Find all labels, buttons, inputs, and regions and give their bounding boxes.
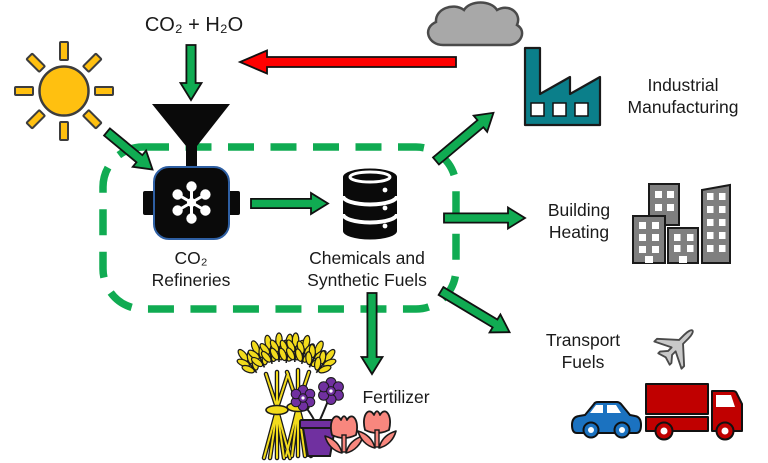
truck-icon: [645, 383, 743, 441]
arrows: [102, 44, 527, 376]
molecule-icon: [172, 181, 211, 224]
car-icon: [571, 401, 642, 439]
buildings-icon: [632, 183, 731, 264]
sun-core: [38, 65, 90, 117]
factory-icon: [523, 46, 602, 127]
arrow-co2-input: [178, 44, 204, 102]
refinery-icon: [143, 166, 240, 240]
arrow-products-to-industrial: [431, 111, 495, 166]
sun-icon: [14, 41, 114, 141]
flowers-icon: [290, 377, 344, 457]
label-fertilizer: Fertilizer: [362, 387, 430, 407]
database-icon: [341, 168, 399, 240]
factory-window: [552, 102, 567, 117]
label-building-heating: Building Heating: [547, 200, 611, 242]
refinery-right-tab: [228, 191, 240, 215]
building-front-left: [632, 215, 666, 264]
label-co2-refineries: CO₂ Refineries: [151, 248, 231, 290]
arrow-products-to-fertilizer: [359, 292, 385, 376]
arrow-solar-energy: [102, 127, 154, 171]
refinery-left-tab: [143, 191, 155, 215]
airplane-icon: [653, 329, 694, 370]
factory-window: [574, 102, 589, 117]
sun-rays: [14, 41, 114, 141]
tulips-icon: [324, 410, 397, 454]
arrow-products-to-building: [443, 205, 527, 231]
label-transport-fuels: Transport Fuels: [545, 330, 621, 372]
label-chemicals-synthetic-fuels: Chemicals and Synthetic Fuels: [307, 248, 427, 290]
flower-pot: [301, 427, 337, 457]
factory-window: [530, 102, 545, 117]
funnel-icon: [152, 104, 230, 171]
label-co2-h2o: CO₂ + H₂O: [144, 14, 244, 36]
building-tall-right: [701, 183, 731, 264]
system-boundary-dashed-box: [99, 143, 460, 313]
label-industrial-manufacturing: Industrial Manufacturing: [627, 75, 739, 117]
arrow-products-to-transport: [437, 285, 512, 334]
cloud-icon: [426, 1, 524, 47]
arrow-refinery-to-products: [250, 191, 330, 216]
arrow-emissions-return: [237, 49, 457, 75]
